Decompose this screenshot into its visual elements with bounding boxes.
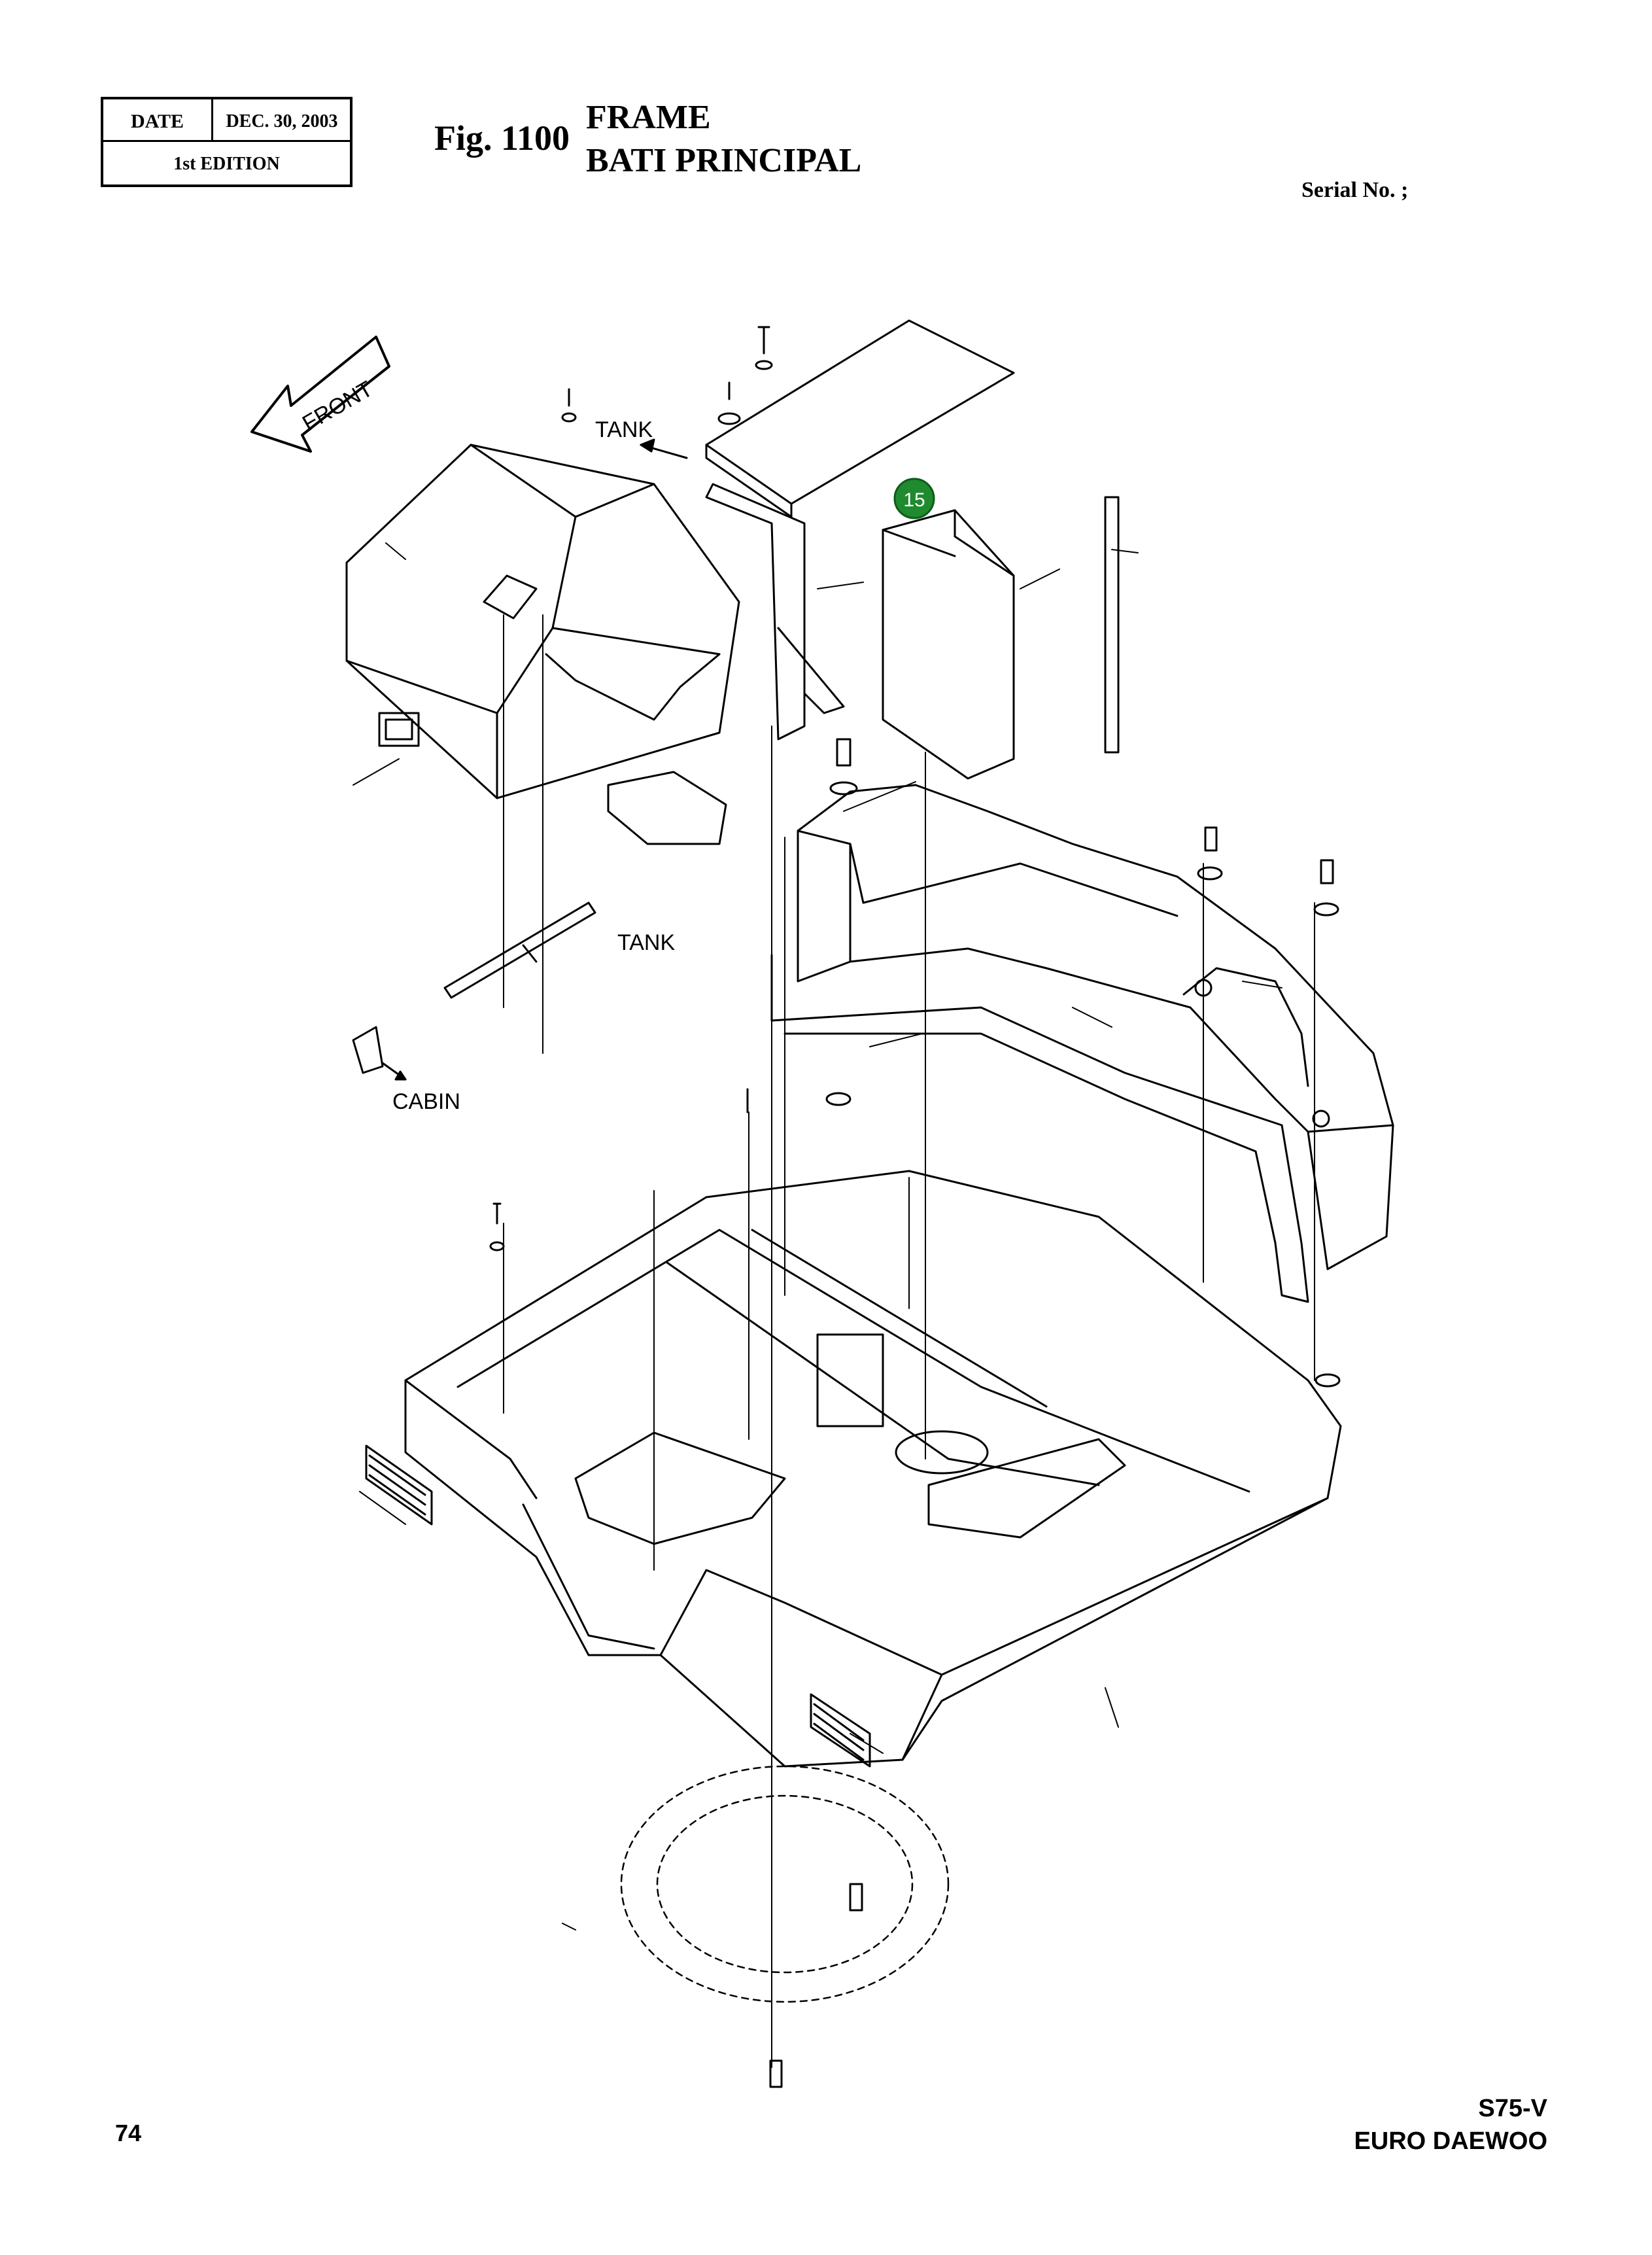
rear-cover-strip <box>770 954 1309 1303</box>
battery-cover <box>882 509 1015 780</box>
bolts <box>489 326 1341 2088</box>
tank-arrow-head <box>640 438 655 453</box>
tank-bracket <box>705 483 845 741</box>
leader-lines <box>353 542 1282 1931</box>
side-grille-right <box>810 1693 871 1768</box>
assembly-lines <box>503 614 1315 2068</box>
header-row <box>103 99 350 142</box>
header-divider <box>211 99 213 142</box>
callout-number: 15 <box>903 489 925 511</box>
serial-number: Serial No. ; <box>1301 178 1409 202</box>
figure-number: Fig. 1100 <box>434 118 570 158</box>
front-label: FRONT <box>298 376 377 436</box>
swing-bearing <box>620 1765 950 2003</box>
edition: 1st EDITION <box>173 154 280 174</box>
model-name: S75-V <box>1478 2095 1547 2122</box>
gas-spring <box>443 901 596 999</box>
front-arrow: FRONT <box>250 336 390 453</box>
figure-title-fr: BATI PRINCIPAL <box>586 142 862 179</box>
cabin-bracket <box>352 1026 407 1081</box>
date-label: DATE <box>130 110 184 132</box>
date-value: DEC. 30, 2003 <box>226 111 338 131</box>
side-grille-left <box>365 1444 433 1526</box>
counterweight <box>797 784 1394 1270</box>
model-info: S75-V EURO DAEWOO <box>1354 2092 1547 2158</box>
cabin-label: CABIN <box>392 1089 460 1114</box>
tank-label-bottom: TANK <box>617 930 675 955</box>
top-plate <box>705 319 1015 518</box>
tank-cover <box>345 444 740 799</box>
brand-name: EURO DAEWOO <box>1354 2127 1547 2155</box>
page-number: 74 <box>115 2120 142 2146</box>
callout-badge[interactable] <box>893 478 935 519</box>
rubber-strip <box>1104 496 1120 754</box>
tray-bracket <box>607 771 727 845</box>
figure-title-en: FRAME <box>586 99 711 136</box>
upper-frame <box>404 1170 1342 1768</box>
header-table: DATE DEC. 30, 2003 1st EDITION <box>101 97 353 187</box>
tank-label-top: TANK <box>595 417 653 442</box>
